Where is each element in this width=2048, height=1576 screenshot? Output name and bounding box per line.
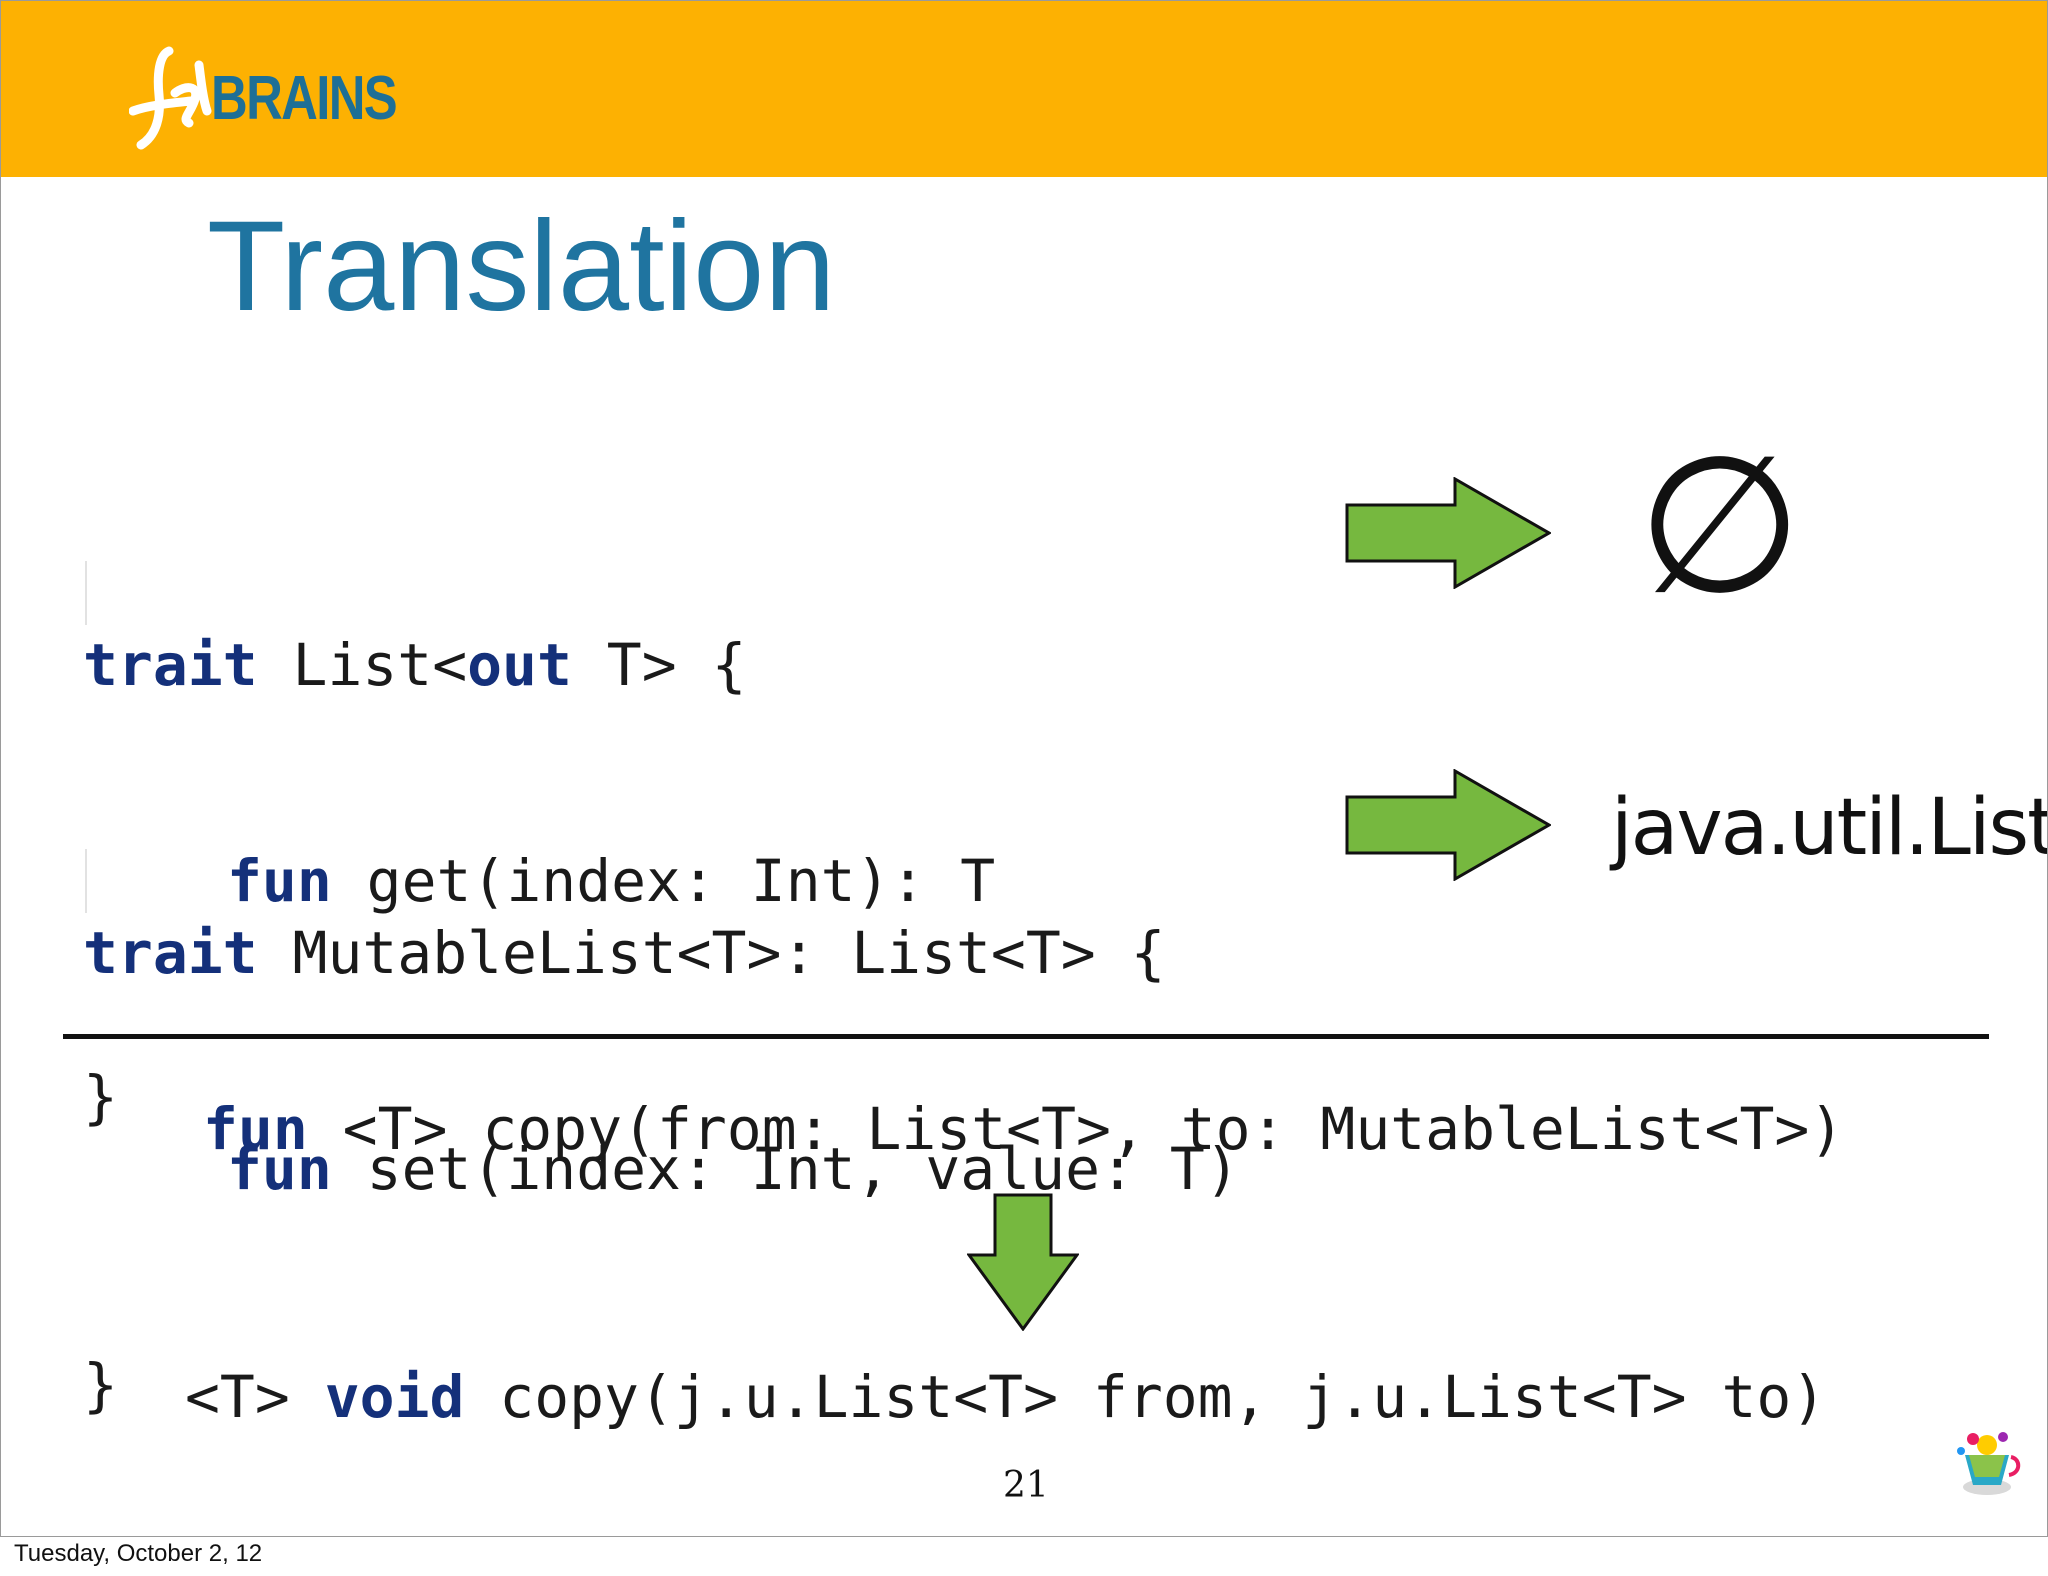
footer-date: Tuesday, October 2, 12 xyxy=(14,1540,263,1567)
logo-text: BRAINS xyxy=(211,64,398,133)
code-text: get(index: Int): T xyxy=(331,847,996,915)
gutter-line xyxy=(85,849,87,913)
arrow-down-icon xyxy=(967,1193,1079,1331)
divider xyxy=(63,1034,1989,1039)
code-text: List< xyxy=(257,631,468,699)
keyword: trait xyxy=(83,631,258,699)
code-text: copy(j.u.List<T> from, j.u.List<T> to) xyxy=(464,1363,1827,1431)
arrow-right-icon xyxy=(1345,477,1551,589)
keyword: void xyxy=(324,1363,465,1431)
arrow-right-icon xyxy=(1345,769,1551,881)
keyword: fun xyxy=(227,1135,332,1203)
code-line: } xyxy=(83,1063,118,1131)
code-line: trait MutableList<T>: List<T> { xyxy=(83,917,1240,989)
code-line: fun get(index: Int): T xyxy=(83,845,995,917)
code-block-mutable-list: trait MutableList<T>: List<T> { fun set(… xyxy=(83,773,1240,1536)
java-signature: <T> void copy(j.u.List<T> from, j.u.List… xyxy=(185,1361,1826,1433)
code-text: MutableList<T>: List<T> { xyxy=(257,919,1166,987)
keyword: out xyxy=(467,631,572,699)
keyword: trait xyxy=(83,919,258,987)
code-text: set(index: Int, value: T) xyxy=(331,1135,1240,1203)
keyword: fun xyxy=(227,847,332,915)
code-line: trait List<out T> { xyxy=(83,629,995,701)
gutter-line xyxy=(85,561,87,625)
code-line: } xyxy=(83,1351,118,1419)
slide: BRAINS Translation trait List<out T> { f… xyxy=(0,0,2048,1537)
java-util-list-label: java.util.List xyxy=(1611,783,2048,873)
page-number: 21 xyxy=(1003,1465,1049,1506)
code-line: fun set(index: Int, value: T) xyxy=(83,1133,1240,1205)
code-text: T> { xyxy=(571,631,747,699)
code-block-list: trait List<out T> { fun get(index: Int):… xyxy=(83,485,995,1277)
code-text: <T> xyxy=(185,1363,325,1431)
jet-script-icon xyxy=(128,46,212,150)
empty-set-symbol: ∅ xyxy=(1637,415,1803,636)
slide-title: Translation xyxy=(207,195,836,338)
keyword: fun xyxy=(203,1095,308,1163)
code-text: <T> copy(from: List<T>, to: MutableList<… xyxy=(307,1095,1845,1163)
kotlin-signature: fun <T> copy(from: List<T>, to: MutableL… xyxy=(203,1093,1844,1165)
jetbrains-logo: BRAINS xyxy=(128,45,409,155)
mascot-icon xyxy=(1957,1432,2021,1495)
header-bar: BRAINS xyxy=(1,1,2047,177)
